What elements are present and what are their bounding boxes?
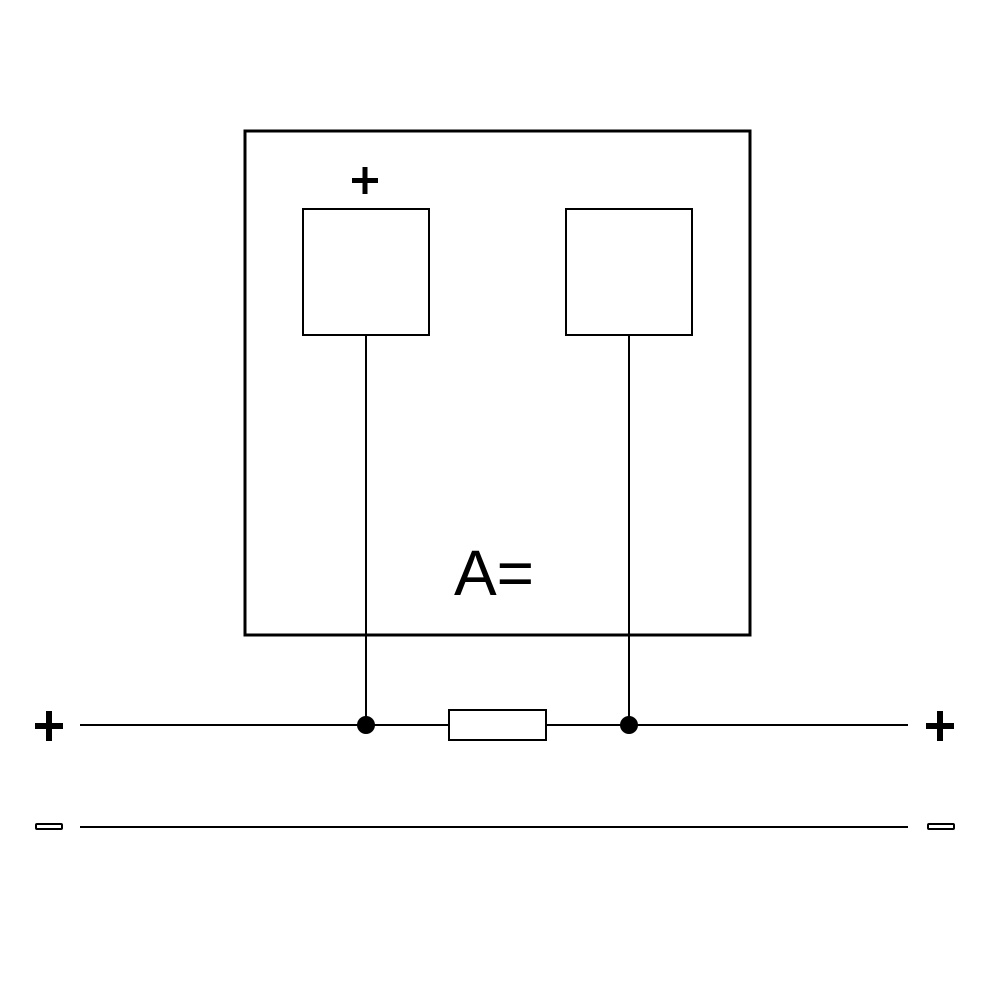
left-junction-dot xyxy=(357,716,375,734)
meter-label: A= xyxy=(454,537,534,609)
negative-terminal-block xyxy=(565,208,693,336)
shunt-resistor xyxy=(448,709,547,741)
positive-terminal-block xyxy=(302,208,430,336)
right-plus-icon xyxy=(926,711,954,741)
ammeter-housing xyxy=(243,129,752,637)
right-junction-dot xyxy=(620,716,638,734)
right-minus-icon xyxy=(927,823,955,830)
terminal-plus-icon xyxy=(352,167,378,194)
left-plus-icon xyxy=(35,711,63,741)
left-minus-icon xyxy=(35,823,63,830)
